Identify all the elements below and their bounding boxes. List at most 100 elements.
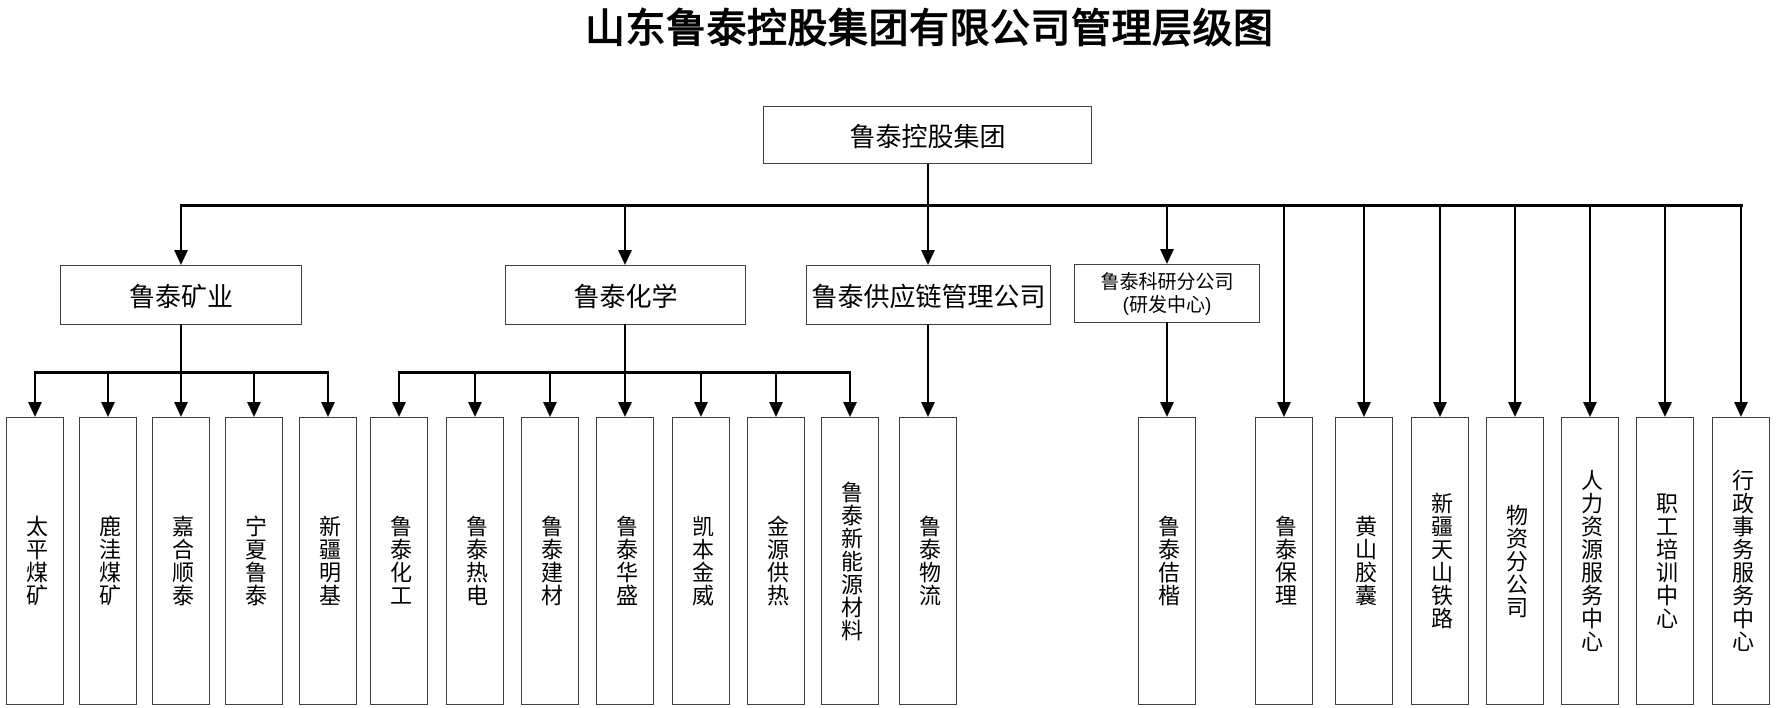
leaf-label: 人力资源服务中心 bbox=[1578, 469, 1603, 653]
leaf-label: 行政事务服务中心 bbox=[1729, 469, 1754, 653]
leaf-label: 鲁泰佶楷 bbox=[1155, 515, 1180, 607]
connector-vline bbox=[1438, 205, 1442, 404]
leaf-box: 行政事务服务中心 bbox=[1712, 417, 1770, 705]
leaf-box: 宁夏鲁泰 bbox=[225, 417, 283, 705]
connector-vline bbox=[1282, 205, 1286, 404]
leaf-box: 新疆明基 bbox=[299, 417, 357, 705]
connector-arrowhead bbox=[769, 402, 783, 417]
leaf-label: 新疆明基 bbox=[316, 515, 341, 607]
leaf-box: 鲁泰华盛 bbox=[596, 417, 654, 705]
connector-arrowhead bbox=[174, 250, 188, 265]
connector-vline bbox=[179, 372, 183, 404]
leaf-label: 鹿洼煤矿 bbox=[96, 515, 121, 607]
connector-vline bbox=[179, 324, 183, 372]
connector-vline bbox=[774, 372, 778, 404]
leaf-label: 金源供热 bbox=[764, 515, 789, 607]
division-label: 鲁泰矿业 bbox=[128, 281, 233, 312]
connector-vline bbox=[699, 372, 703, 404]
division-label: 鲁泰供应链管理公司 bbox=[811, 281, 1046, 312]
connector-vline bbox=[1165, 205, 1169, 251]
leaf-label: 黄山胶囊 bbox=[1352, 515, 1377, 607]
leaf-box: 金源供热 bbox=[747, 417, 805, 705]
connector-vline bbox=[1513, 205, 1517, 404]
root-box: 鲁泰控股集团 bbox=[763, 106, 1092, 164]
connector-vline bbox=[326, 372, 330, 404]
division-box-chemical: 鲁泰化学 bbox=[505, 265, 746, 325]
leaf-box: 鲁泰佶楷 bbox=[1138, 417, 1196, 705]
connector-arrowhead bbox=[1277, 402, 1291, 417]
leaf-box: 太平煤矿 bbox=[6, 417, 64, 705]
connector-arrowhead bbox=[392, 402, 406, 417]
leaf-label: 物资分公司 bbox=[1503, 503, 1528, 619]
division-box-research: 鲁泰科研分公司 (研发中心) bbox=[1074, 264, 1260, 323]
connector-vline bbox=[623, 372, 627, 404]
leaf-label: 鲁泰物流 bbox=[916, 515, 941, 607]
connector-vline bbox=[252, 372, 256, 404]
division-box-supply-chain: 鲁泰供应链管理公司 bbox=[806, 265, 1051, 325]
leaf-label: 职工培训中心 bbox=[1653, 492, 1678, 630]
leaf-label: 太平煤矿 bbox=[23, 515, 48, 607]
connector-vline bbox=[1739, 205, 1743, 404]
connector-arrowhead bbox=[921, 402, 935, 417]
leaf-box: 鲁泰化工 bbox=[370, 417, 428, 705]
leaf-box: 鲁泰物流 bbox=[899, 417, 957, 705]
connector-vline bbox=[1362, 205, 1366, 404]
connector-arrowhead bbox=[1160, 402, 1174, 417]
connector-arrowhead bbox=[247, 402, 261, 417]
connector-vline bbox=[548, 372, 552, 404]
connector-vline bbox=[926, 164, 930, 205]
leaf-box: 鹿洼煤矿 bbox=[79, 417, 137, 705]
leaf-box: 物资分公司 bbox=[1486, 417, 1544, 705]
leaf-label: 鲁泰热电 bbox=[463, 515, 488, 607]
leaf-box: 凯本金威 bbox=[672, 417, 730, 705]
connector-arrowhead bbox=[321, 402, 335, 417]
connector-arrowhead bbox=[1734, 402, 1748, 417]
chart-title: 山东鲁泰控股集团有限公司管理层级图 bbox=[585, 6, 1274, 51]
connector-arrowhead bbox=[543, 402, 557, 417]
leaf-box: 鲁泰保理 bbox=[1255, 417, 1313, 705]
connector-vline bbox=[473, 372, 477, 404]
connector-arrowhead bbox=[1357, 402, 1371, 417]
leaf-box: 鲁泰热电 bbox=[446, 417, 504, 705]
leaf-box: 新疆天山铁路 bbox=[1411, 417, 1469, 705]
division-box-mining: 鲁泰矿业 bbox=[60, 265, 302, 325]
connector-vline bbox=[1588, 205, 1592, 404]
connector-arrowhead bbox=[28, 402, 42, 417]
leaf-label: 鲁泰建材 bbox=[538, 515, 563, 607]
leaf-box: 黄山胶囊 bbox=[1335, 417, 1393, 705]
leaf-box: 人力资源服务中心 bbox=[1561, 417, 1619, 705]
root-label: 鲁泰控股集团 bbox=[849, 121, 1006, 152]
leaf-label: 宁夏鲁泰 bbox=[242, 515, 267, 607]
connector-vline bbox=[623, 205, 627, 252]
leaf-box: 鲁泰建材 bbox=[521, 417, 579, 705]
leaf-label: 鲁泰化工 bbox=[387, 515, 412, 607]
leaf-label: 鲁泰新能源材料 bbox=[838, 480, 863, 642]
connector-vline bbox=[397, 372, 401, 404]
connector-vline bbox=[33, 372, 37, 404]
connector-arrowhead bbox=[1433, 402, 1447, 417]
connector-arrowhead bbox=[174, 402, 188, 417]
connector-arrowhead bbox=[1160, 249, 1174, 264]
connector-arrowhead bbox=[101, 402, 115, 417]
connector-vline bbox=[1165, 322, 1169, 404]
connector-vline bbox=[926, 324, 930, 404]
leaf-label: 新疆天山铁路 bbox=[1428, 492, 1453, 630]
connector-vline bbox=[848, 372, 852, 404]
leaf-label: 鲁泰保理 bbox=[1272, 515, 1297, 607]
leaf-label: 凯本金威 bbox=[689, 515, 714, 607]
leaf-box: 鲁泰新能源材料 bbox=[821, 417, 879, 705]
leaf-label: 嘉合顺泰 bbox=[169, 515, 194, 607]
connector-arrowhead bbox=[618, 250, 632, 265]
connector-arrowhead bbox=[618, 402, 632, 417]
division-label: 鲁泰化学 bbox=[573, 281, 678, 312]
leaf-box: 职工培训中心 bbox=[1636, 417, 1694, 705]
connector-arrowhead bbox=[1508, 402, 1522, 417]
connector-vline bbox=[1663, 205, 1667, 404]
connector-arrowhead bbox=[843, 402, 857, 417]
connector-arrowhead bbox=[468, 402, 482, 417]
connector-vline bbox=[926, 205, 930, 252]
connector-vline bbox=[179, 205, 183, 252]
leaf-box: 嘉合顺泰 bbox=[152, 417, 210, 705]
division-label-line1: 鲁泰科研分公司 bbox=[1100, 271, 1234, 293]
